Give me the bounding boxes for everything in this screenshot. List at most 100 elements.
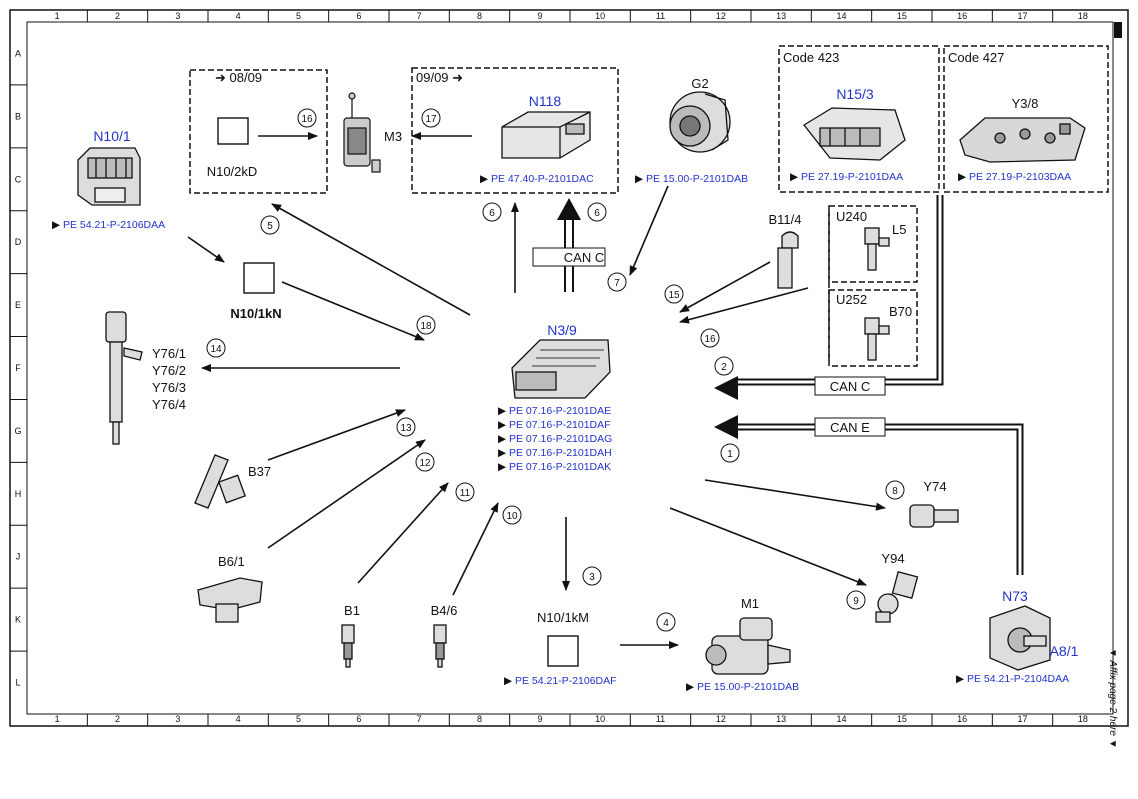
grid-row-label: J (16, 552, 21, 562)
svg-text:8: 8 (892, 486, 898, 497)
ref-n3-9-4[interactable]: ▶ PE 07.16-P-2101DAH (498, 447, 612, 459)
ref-n118[interactable]: ▶ PE 47.40-P-2101DAC (480, 173, 594, 185)
signal-arrows (187, 132, 886, 649)
grid-column-label: 10 (595, 714, 605, 724)
signal-10: 10 (502, 505, 522, 525)
ref-g2[interactable]: ▶ PE 15.00-P-2101DAB (635, 173, 748, 185)
box-code-427 (943, 45, 1109, 193)
ref-m1[interactable]: ▶ PE 15.00-P-2101DAB (686, 681, 799, 693)
grid-column-label: 15 (897, 11, 907, 21)
y3-8-valve-body-shape (959, 117, 1086, 163)
y76-2-label: Y76/2 (152, 363, 186, 378)
b1-label: B1 (344, 603, 360, 618)
can-e-label: CAN E (830, 420, 870, 435)
signal-17b: 17 (421, 108, 441, 128)
n10-1kn-label: N10/1kN (230, 306, 281, 321)
grid-row-label: F (15, 363, 21, 373)
grid-column-label: 3 (175, 714, 180, 724)
can-e-line (735, 423, 1024, 575)
svg-text:15: 15 (668, 290, 680, 301)
can-c-vertical-label: CAN C (564, 250, 604, 265)
svg-text:18: 18 (420, 321, 432, 332)
signal-9: 9 (846, 590, 866, 610)
b37-pedal-shape (194, 454, 246, 509)
grid-column-label: 9 (537, 714, 542, 724)
corner-mark (1114, 22, 1122, 38)
svg-text:13: 13 (400, 423, 412, 434)
ref-n10-1[interactable]: ▶ PE 54.21-P-2106DAA (52, 219, 165, 231)
signal-11: 11 (455, 482, 475, 502)
svg-text:10: 10 (506, 511, 518, 522)
grid-column-label: 16 (957, 11, 967, 21)
grid-column-label: 8 (477, 714, 482, 724)
svg-text:7: 7 (614, 278, 620, 289)
svg-text:16: 16 (301, 114, 313, 125)
grid-column-label: 10 (595, 11, 605, 21)
signal-12: 12 (415, 452, 435, 472)
b11-4-label: B11/4 (768, 212, 801, 227)
signal-5: 5 (260, 215, 280, 235)
svg-text:5: 5 (267, 221, 273, 232)
svg-text:16: 16 (704, 334, 716, 345)
signal-2: 2 (714, 356, 734, 376)
relay-n10-2kd-shape (217, 117, 249, 145)
u240-label: U240 (836, 209, 867, 224)
b70-label: B70 (889, 304, 912, 319)
relay-n10-1kn-shape (243, 262, 275, 294)
grid-column-label: 13 (776, 11, 786, 21)
grid-column-label: 1 (55, 714, 60, 724)
b11-4-sensor-shape (777, 231, 799, 289)
ref-n3-9-2[interactable]: ▶ PE 07.16-P-2101DAF (498, 419, 611, 431)
svg-text:6: 6 (594, 208, 600, 219)
n10-1-module-shape (77, 147, 141, 206)
grid-column-label: 7 (417, 714, 422, 724)
ref-n3-9-1[interactable]: ▶ PE 07.16-P-2101DAE (498, 405, 611, 417)
svg-text:12: 12 (419, 458, 431, 469)
b1-sensor-shape (341, 624, 355, 668)
signal-number-markers: 16 17 6 6 5 7 15 18 16 14 2 13 1 12 11 8… (206, 108, 905, 632)
ref-n3-9-3[interactable]: ▶ PE 07.16-P-2101DAG (498, 433, 612, 445)
y76-injector-shape (105, 311, 143, 445)
m3-label: M3 (384, 129, 402, 144)
grid-column-label: 11 (656, 11, 665, 21)
ref-y3-8[interactable]: ▶ PE 27.19-P-2103DAA (958, 171, 1071, 183)
grid-column-label: 5 (296, 714, 301, 724)
b37-label: B37 (248, 464, 271, 479)
grid-row-label: G (14, 426, 21, 436)
b4-6-sensor-shape (433, 624, 447, 668)
signal-6b: 6 (587, 202, 607, 222)
ref-n73[interactable]: ▶ PE 54.21-P-2104DAA (956, 673, 1069, 685)
y94-label: Y94 (881, 551, 904, 566)
grid-row-label: B (15, 111, 21, 121)
svg-text:6: 6 (489, 208, 495, 219)
b70-sensor-shape (864, 317, 890, 361)
ref-n10-1km[interactable]: ▶ PE 54.21-P-2106DAF (504, 675, 617, 687)
n15-3-label: N15/3 (836, 86, 874, 102)
svg-text:11: 11 (460, 488, 471, 499)
n10-1km-label: N10/1kM (537, 610, 589, 625)
y74-label: Y74 (923, 479, 946, 494)
ref-n3-9-5[interactable]: ▶ PE 07.16-P-2101DAK (498, 461, 611, 473)
relay-n10-1km-shape (547, 635, 579, 667)
a8-1-label: A8/1 (1050, 643, 1079, 659)
ref-n15-3[interactable]: ▶ PE 27.19-P-2101DAA (790, 171, 903, 183)
signal-1: 1 (720, 443, 740, 463)
grid-row-label: L (15, 678, 20, 688)
grid-row-label: D (15, 237, 22, 247)
n118-module-shape (501, 111, 591, 159)
n3-9-ecu-shape (511, 339, 611, 399)
grid-column-label: 6 (356, 714, 361, 724)
grid-column-label: 8 (477, 11, 482, 21)
m1-label: M1 (741, 596, 759, 611)
y74-valve-shape (909, 504, 959, 528)
signal-4: 4 (656, 612, 676, 632)
b4-6-label: B4/6 (431, 603, 458, 618)
y3-8-label: Y3/8 (1012, 96, 1039, 111)
signal-15: 15 (664, 284, 684, 304)
grid-column-label: 17 (1017, 11, 1027, 21)
grid-column-label: 6 (356, 11, 361, 21)
grid-column-label: 17 (1017, 714, 1027, 724)
grid-column-label: 7 (417, 11, 422, 21)
svg-text:3: 3 (589, 572, 595, 583)
